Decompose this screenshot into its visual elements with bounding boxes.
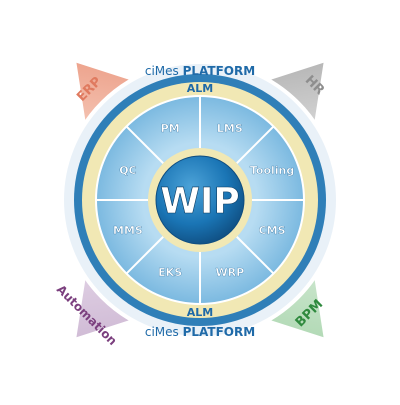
- platform-name-bottom: PLATFORM: [183, 325, 256, 339]
- svg-text:ciMes PLATFORM: ciMes PLATFORM: [145, 64, 255, 78]
- module-divider: [236, 236, 275, 275]
- module-label-mms: MMS: [113, 224, 143, 237]
- module-dividers: [96, 96, 304, 304]
- platform-prefix-bottom: ciMes: [145, 325, 179, 339]
- module-divider: [236, 125, 275, 164]
- module-divider: [125, 125, 164, 164]
- module-label-tooling: Tooling: [250, 164, 294, 177]
- module-label-lms: LMS: [217, 122, 243, 135]
- alm-label-top: ALM: [187, 82, 213, 95]
- alm-label-bottom: ALM: [187, 306, 213, 319]
- module-label-cms: CMS: [259, 224, 286, 237]
- wip-hub: [155, 155, 245, 245]
- module-label-wrp: WRP: [216, 266, 245, 279]
- module-label-qc: QC: [119, 164, 136, 177]
- svg-text:ciMes PLATFORM: ciMes PLATFORM: [145, 325, 255, 339]
- platform-prefix-top: ciMes: [145, 64, 179, 78]
- wip-label: WIP: [160, 181, 240, 222]
- module-label-eks: EKS: [158, 266, 182, 279]
- module-divider: [125, 236, 164, 275]
- platform-name-top: PLATFORM: [183, 64, 256, 78]
- module-label-pm: PM: [161, 122, 180, 135]
